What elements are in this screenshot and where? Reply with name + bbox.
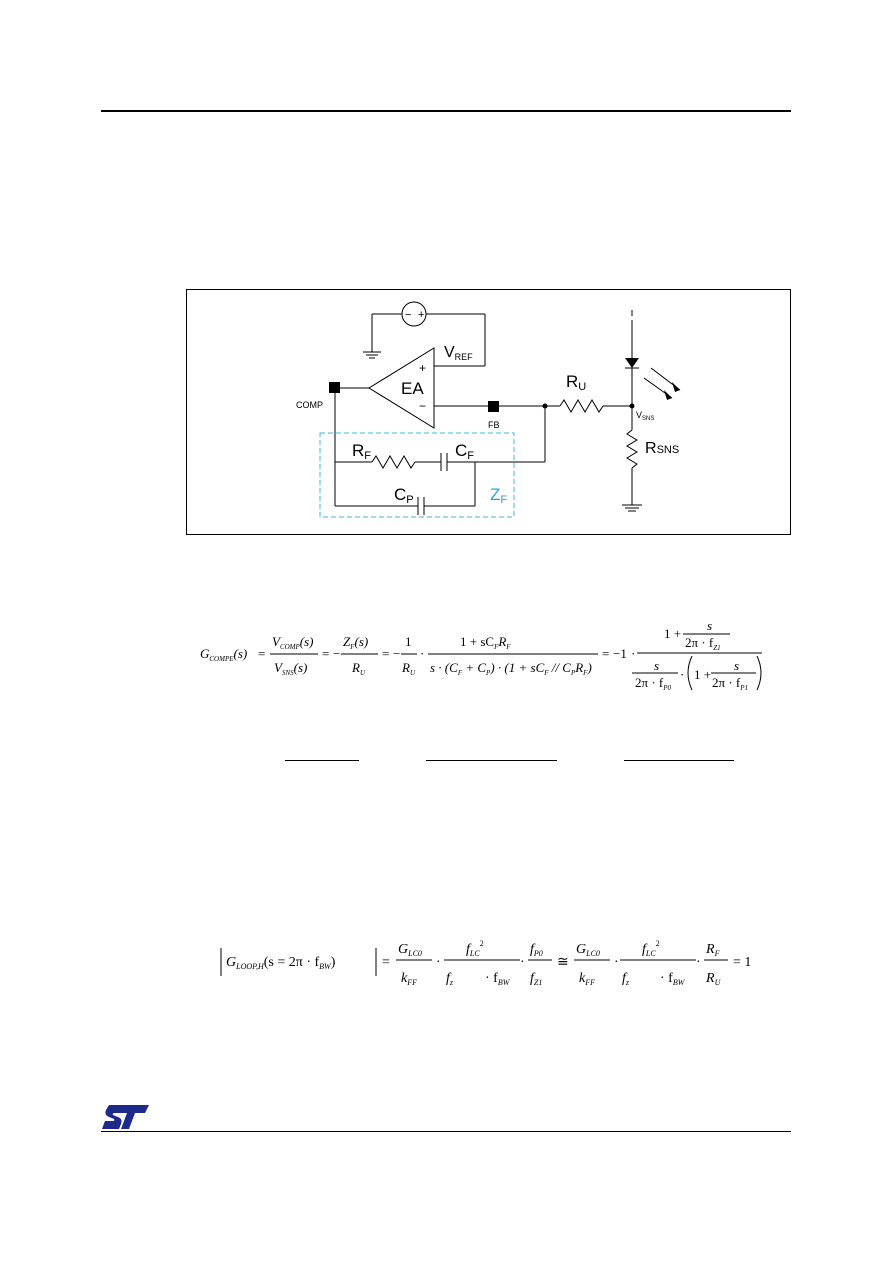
eq1-big-den-fp0: 2π · fP0 [635, 675, 672, 692]
rf-label: RF [352, 441, 371, 462]
eq1-big-den-s: s [654, 658, 659, 673]
opamp-minus: − [419, 399, 426, 413]
eq2-dot2: · [520, 955, 525, 970]
footer-rule [101, 1131, 791, 1132]
figure-frame [186, 289, 791, 535]
eq1-dot1: · [420, 646, 424, 661]
eq2-kffb: kFF [579, 971, 595, 987]
eq1-big-num-den: 2π · fZ1 [685, 635, 721, 652]
eq2-fzb: fz [622, 971, 630, 987]
eq2-rf: RF [705, 942, 720, 958]
vref-label: VREF [444, 344, 473, 362]
eq2-eq1: = [382, 955, 390, 970]
ru-label: RU [566, 372, 586, 393]
eq1-minus1: − [333, 646, 340, 661]
rf-resistor [371, 455, 416, 469]
eq2-gloop: GLOOP,H(s = 2π · fBW) [226, 955, 336, 971]
st-logo [102, 1105, 149, 1129]
eq2-fz: fz [446, 971, 454, 987]
eq1-minus2: − [393, 646, 400, 661]
eq2-fp0: fP0 [530, 942, 543, 958]
ru-resistor [559, 399, 604, 413]
eq1-big-den-dot: · [680, 667, 684, 682]
eq2-fz1: fZ1 [530, 971, 542, 987]
eq1-one: 1 [405, 634, 412, 649]
comp-pin [329, 382, 340, 393]
eq2-ru: RU [705, 971, 722, 987]
eq1-big-num-s: s [707, 618, 712, 633]
eq1-negone: −1 [613, 646, 627, 661]
cf-label: CF [455, 441, 474, 462]
equation-loop-gain-crossover: GLOOP,H(s = 2π · fBW) = GLC0 kFF · fLC2 … [220, 939, 751, 987]
eq1-den3: s · (CF + CP) · (1 + sCF // CPRF) [430, 660, 592, 677]
zf-label: ZF [490, 485, 507, 506]
eq2-approx: ≅ [557, 955, 569, 970]
source-minus: − [405, 309, 411, 321]
eq1-vcomp: VCOMP(s) [272, 634, 314, 651]
fb-label: FB [488, 420, 500, 430]
fraction-bar-2 [426, 760, 557, 761]
opamp-name: EA [401, 379, 424, 398]
fraction-bar-3 [624, 760, 734, 761]
ea-compensation-circuit: − + VREF + − EA COMP FB RU RF CF CP ZF V… [296, 301, 681, 518]
eq1-lhs: GCOMPE(s) [200, 646, 247, 663]
rsns-resistor [626, 429, 638, 469]
eq1-vsns: VSNS(s) [274, 660, 307, 677]
eq1-big-den-fp1: 2π · fP1 [712, 675, 748, 692]
eq1-eq3: = [382, 646, 389, 661]
equation-compensator-transfer-function: GCOMPE(s) = VCOMP(s) VSNS(s) = − ZF(s) R… [200, 618, 762, 692]
eq1-eq4: = [602, 646, 609, 661]
eq2-eqone: = 1 [733, 955, 751, 970]
eq1-equals: = [258, 646, 265, 661]
eq2-glc0: GLC0 [398, 942, 422, 958]
zf-box [319, 432, 515, 518]
opamp-symbol [368, 347, 435, 429]
eq2-flcb: fLC2 [642, 939, 660, 958]
header-rule [101, 110, 791, 112]
fb-pin [488, 401, 499, 412]
eq1-eq2: = [322, 646, 329, 661]
eq1-big-den-oneplus: 1 + [694, 667, 711, 682]
eq1-ru: RU [351, 660, 366, 677]
led-diode-icon [625, 358, 639, 368]
opamp-plus: + [419, 361, 426, 375]
eq1-dot2: · [631, 646, 635, 661]
eq1-big-num-oneplus: 1 + [664, 626, 681, 641]
vsns-label: VSNS [636, 410, 654, 422]
comp-label: COMP [296, 400, 323, 410]
eq2-kff: kFF [401, 971, 417, 987]
cp-label: CP [394, 485, 414, 506]
eq2-dot1: · [436, 955, 441, 970]
eq1-zf: ZF(s) [343, 634, 368, 651]
eq2-fbw: · fBW [485, 971, 511, 987]
rsns-label: RSNS [645, 440, 679, 457]
eq1-ru2: RU [401, 660, 416, 677]
eq1-num3: 1 + sCFRF [460, 634, 511, 651]
eq2-dot4: · [696, 955, 701, 970]
eq2-flc: fLC2 [466, 939, 484, 958]
eq2-dot3: · [614, 955, 619, 970]
eq1-big-den-s2: s [734, 658, 739, 673]
fraction-bar-1 [285, 760, 359, 761]
source-plus: + [418, 309, 424, 321]
eq2-glc0b: GLC0 [576, 942, 600, 958]
eq2-fbwb: · fBW [660, 971, 686, 987]
